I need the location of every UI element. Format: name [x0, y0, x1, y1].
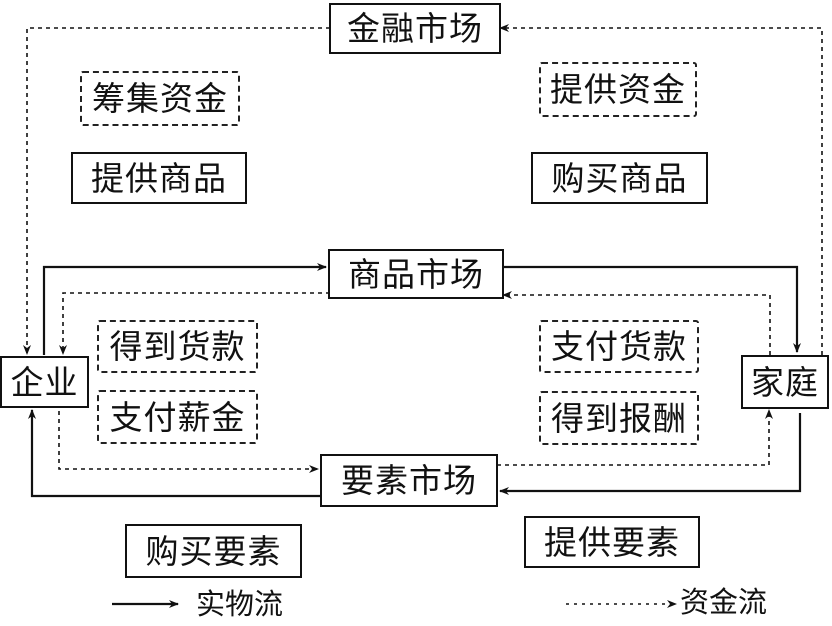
label-pay-for-goods: 支付货款 [539, 320, 699, 373]
label-receive-reward-text: 得到报酬 [551, 398, 687, 438]
edge-goods-market-to-household [503, 265, 801, 353]
label-provide-funds-text: 提供资金 [550, 70, 686, 109]
edge-household-to-goods-market [502, 291, 771, 355]
node-goods-market: 商品市场 [328, 249, 504, 299]
edge-household-to-factor-market [499, 413, 802, 495]
label-provide-goods: 提供商品 [71, 152, 247, 204]
edge-financial-to-firm [23, 27, 330, 355]
legend-money-flow: 资金流 [680, 588, 767, 617]
node-financial-market-label: 金融市场 [347, 9, 483, 48]
label-raise-funds: 筹集资金 [80, 71, 240, 126]
edge-firm-to-goods-market [42, 263, 327, 355]
node-household-label: 家庭 [751, 362, 819, 402]
label-provide-funds: 提供资金 [539, 62, 697, 117]
label-receive-payment-text: 得到货款 [109, 327, 246, 366]
node-goods-market-label: 商品市场 [348, 254, 484, 294]
legend-physical-flow-text: 实物流 [196, 587, 284, 621]
label-pay-for-goods-text: 支付货款 [551, 327, 687, 366]
node-firm-label: 企业 [10, 362, 79, 402]
node-household: 家庭 [741, 355, 829, 409]
edge-factor-market-to-household [497, 409, 773, 466]
label-buy-factors-text: 购买要素 [145, 531, 282, 571]
node-factor-market: 要素市场 [320, 454, 498, 507]
edge-goods-market-to-firm [59, 292, 330, 355]
label-provide-factors: 提供要素 [524, 516, 700, 568]
edge-firm-to-factor-market [58, 403, 319, 473]
label-provide-goods-text: 提供商品 [91, 158, 227, 198]
label-buy-factors: 购买要素 [125, 524, 302, 578]
legend-physical-flow: 实物流 [196, 590, 283, 619]
label-pay-wages: 支付薪金 [97, 390, 258, 444]
legend-money-flow-text: 资金流 [680, 585, 768, 619]
edge-factor-market-to-firm [28, 409, 320, 498]
label-raise-funds-text: 筹集资金 [92, 79, 228, 118]
node-financial-market: 金融市场 [329, 3, 501, 54]
label-receive-reward: 得到报酬 [539, 391, 699, 445]
node-firm: 企业 [0, 356, 89, 408]
label-provide-factors-text: 提供要素 [544, 522, 680, 562]
label-pay-wages-text: 支付薪金 [109, 397, 246, 437]
label-buy-goods-text: 购买商品 [551, 158, 688, 198]
label-receive-payment: 得到货款 [97, 320, 258, 373]
label-buy-goods: 购买商品 [531, 152, 708, 204]
node-factor-market-label: 要素市场 [341, 461, 477, 500]
